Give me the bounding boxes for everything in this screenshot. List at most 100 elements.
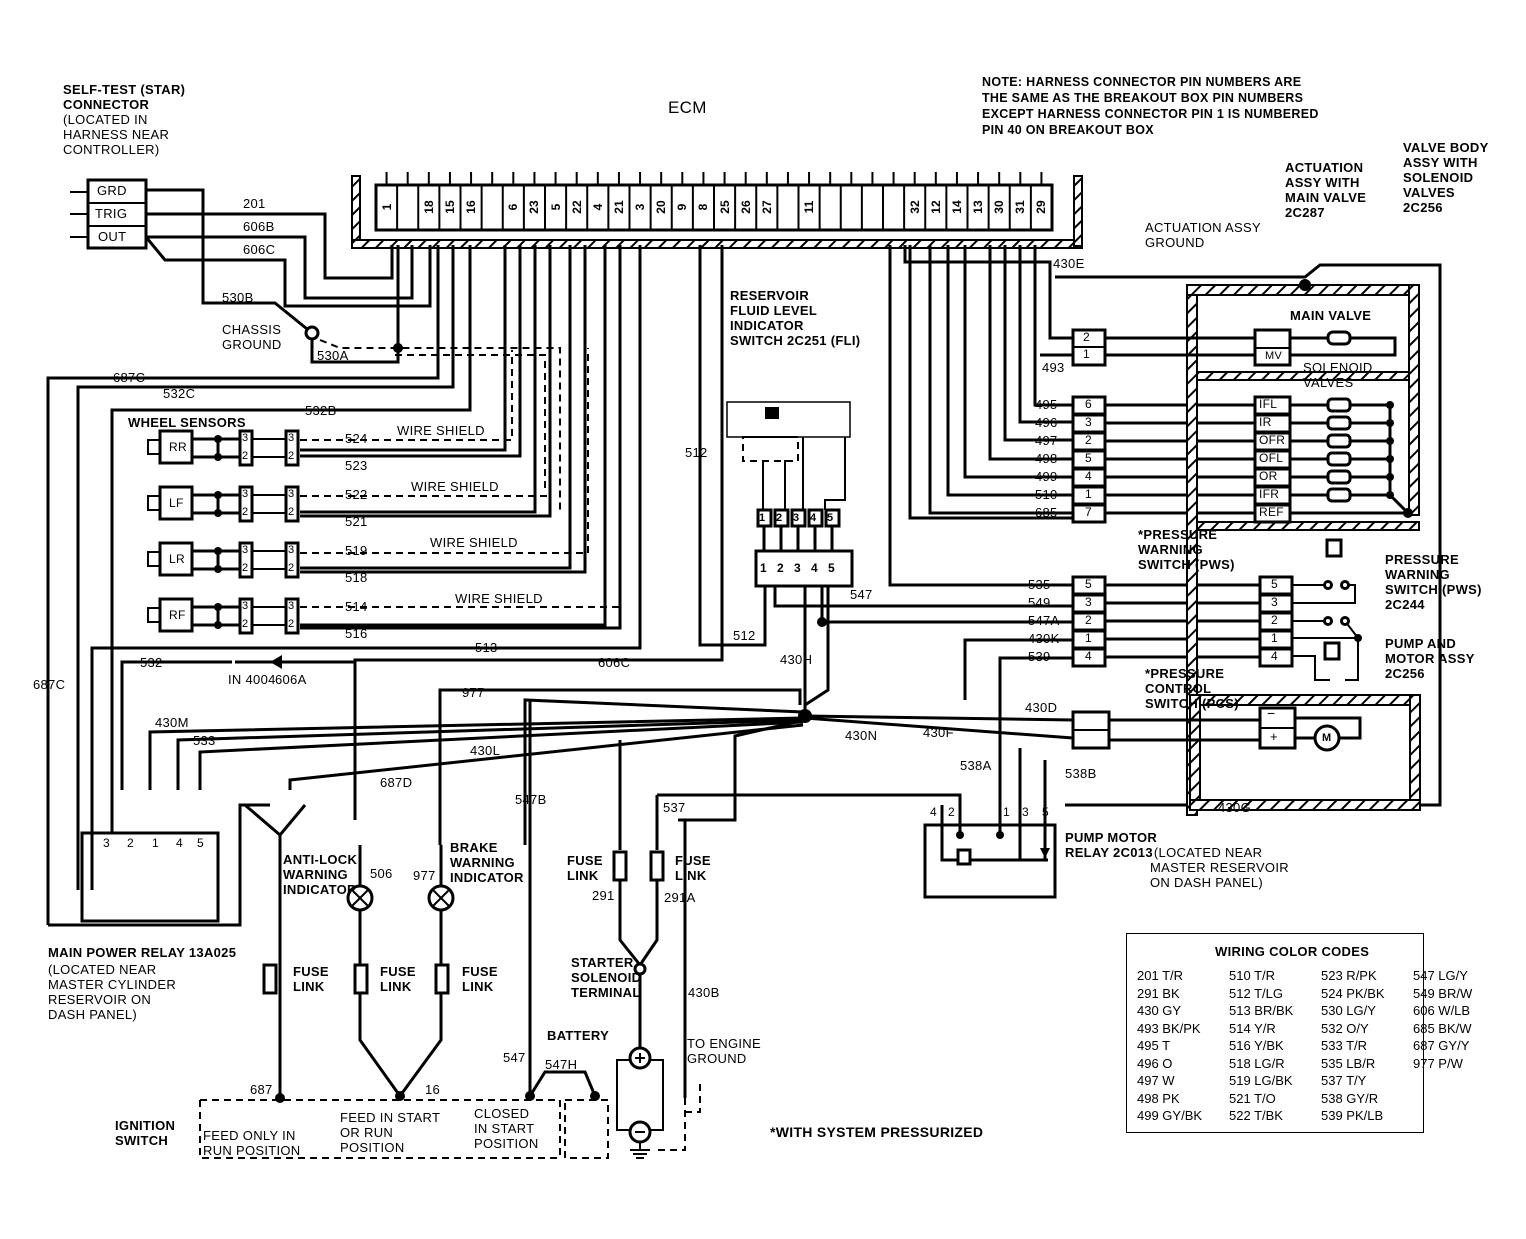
wire-532: 532 <box>140 655 163 670</box>
pin-grd: GRD <box>97 183 127 198</box>
wire-532b: 532B <box>305 403 337 418</box>
valve-label-ofl: OFL <box>1259 451 1284 465</box>
fuse-link-label-291a: FUSE LINK <box>675 853 711 883</box>
ecm-pin-25: 25 <box>717 200 732 214</box>
pws-harness-connector <box>1071 575 1260 668</box>
pws-int-pin-4: 4 <box>1271 649 1278 663</box>
fli-conn-pin-2: 2 <box>777 561 784 575</box>
color-code-606: 606 W/LB <box>1413 1003 1471 1018</box>
wire-687: 687 <box>250 1082 273 1097</box>
antilock-label: ANTI-LOCK WARNING INDICATOR <box>283 852 358 897</box>
color-code-496: 496 O <box>1137 1055 1173 1071</box>
pws-pin-4: 4 <box>1085 649 1092 663</box>
wire-510: 510 <box>1035 487 1058 502</box>
pin-out: OUT <box>98 229 127 244</box>
wire-535: 535 <box>1028 577 1051 592</box>
ign-closed-label: CLOSED IN START POSITION <box>474 1106 539 1151</box>
color-code-537: 537 T/Y <box>1321 1073 1367 1088</box>
motor-m: M <box>1322 732 1332 744</box>
wire-539: 539 <box>1028 649 1051 664</box>
fli-conn-pin-3: 3 <box>794 561 801 575</box>
fli-top-pin-5: 5 <box>827 512 834 524</box>
sol-pin-7: 7 <box>1085 505 1092 519</box>
wire-606c-mid: 606C <box>598 655 631 670</box>
pws-pin-2: 2 <box>1085 613 1092 627</box>
wire-512-bottom: 512 <box>733 628 756 643</box>
main-relay-pin-3: 3 <box>103 836 110 850</box>
wire-521: 521 <box>345 514 368 529</box>
main-power-relay <box>80 831 220 923</box>
main-valve-label: MAIN VALVE <box>1290 308 1372 323</box>
ecm-pin-22: 22 <box>569 200 584 214</box>
color-code-549: 549 BR/W <box>1413 985 1473 1001</box>
fli-top-pin-2: 2 <box>776 512 783 524</box>
actuation-ground-label: ACTUATION ASSY GROUND <box>1145 220 1261 250</box>
sensor-pin-3: 3 <box>242 544 249 556</box>
ecm-pin-5: 5 <box>548 203 563 211</box>
fuse-link-label-2: FUSE LINK <box>380 964 416 994</box>
ign-start-run-label: FEED IN START OR RUN POSITION <box>340 1110 441 1155</box>
color-code-498: 498 PK <box>1137 1090 1180 1106</box>
ecm-pin-8: 8 <box>696 203 711 211</box>
wire-538b: 538B <box>1065 766 1097 781</box>
solenoid-coil-icon <box>1326 433 1352 449</box>
solenoid-valves-label: SOLENOID VALVES <box>1303 360 1373 390</box>
wire-687c: 687C <box>113 370 146 385</box>
color-code-519: 519 LG/BK <box>1229 1073 1293 1088</box>
wire-549: 549 <box>1028 595 1051 610</box>
wheel-sensor-group <box>147 429 300 635</box>
wire-291a: 291A <box>664 890 696 905</box>
brake-label: BRAKE WARNING INDICATOR <box>450 840 524 885</box>
pump-relay-pin-3: 3 <box>1022 805 1029 819</box>
ecm-pin-1: 1 <box>379 203 394 211</box>
wire-430K: 430K <box>1028 631 1060 646</box>
wire-shield-label: WIRE SHIELD <box>411 479 499 494</box>
wire-shield-label: WIRE SHIELD <box>455 591 543 606</box>
ecm-connector <box>351 172 1083 249</box>
main-relay-pin-2: 2 <box>127 836 134 850</box>
harness-pin-2: 2 <box>288 562 295 574</box>
wire-547h: 547H <box>545 1057 578 1072</box>
valve-label-ofr: OFR <box>1259 433 1286 447</box>
harness-pin-3: 3 <box>288 488 295 500</box>
valve-label-ref: REF <box>1259 505 1284 519</box>
ecm-pin-32: 32 <box>907 200 922 214</box>
pws-int-pin-3: 3 <box>1271 595 1278 609</box>
pws-pin-3: 3 <box>1085 595 1092 609</box>
color-code-513: 513 BR/BK <box>1229 1003 1294 1018</box>
color-code-538: 538 GY/R <box>1321 1090 1379 1106</box>
diode-label: IN 4004 <box>228 672 276 687</box>
solenoid-valve-group <box>1253 395 1413 524</box>
pump-relay-pin-1: 1 <box>1003 805 1010 819</box>
ecm-pin-15: 15 <box>442 200 457 214</box>
fuse-link-1 <box>262 963 278 995</box>
pump-relay-pin-4: 4 <box>930 805 937 819</box>
wire-shield-label: WIRE SHIELD <box>430 535 518 550</box>
chassis-ground-label: CHASSIS GROUND <box>222 322 282 352</box>
ecm-pin-6: 6 <box>506 203 521 211</box>
wire-606c: 606C <box>243 242 276 257</box>
wheel-sensors-title: WHEEL SENSORS <box>128 415 246 430</box>
wire-430m: 430M <box>155 715 189 730</box>
ecm-title: ECM <box>668 98 707 117</box>
wire-685: 685 <box>1035 505 1058 520</box>
color-code-523: 523 R/PK <box>1321 968 1377 983</box>
fli-top-pin-4: 4 <box>810 512 817 524</box>
wire-430d: 430D <box>1025 700 1058 715</box>
mv-pin-1: 1 <box>1083 347 1090 361</box>
wire-512-vertical: 512 <box>685 445 708 460</box>
pump-relay-label: PUMP MOTOR RELAY 2C013 <box>1065 830 1158 860</box>
wire-514: 514 <box>345 599 368 614</box>
wire-498: 498 <box>1035 451 1058 466</box>
wire-493: 493 <box>1042 360 1065 375</box>
pws-pin-1: 1 <box>1085 631 1092 645</box>
color-code-522: 522 T/BK <box>1229 1108 1283 1123</box>
starter-label: STARTER SOLENOID TERMINAL <box>571 955 642 1000</box>
color-code-493: 493 BK/PK <box>1137 1020 1201 1036</box>
color-code-533: 533 T/R <box>1321 1038 1368 1053</box>
color-code-516: 516 Y/BK <box>1229 1038 1284 1053</box>
wire-522: 522 <box>345 487 368 502</box>
harness-pin-3: 3 <box>288 432 295 444</box>
actuation-assy-label: ACTUATION ASSY WITH MAIN VALVE 2C287 <box>1285 160 1367 220</box>
